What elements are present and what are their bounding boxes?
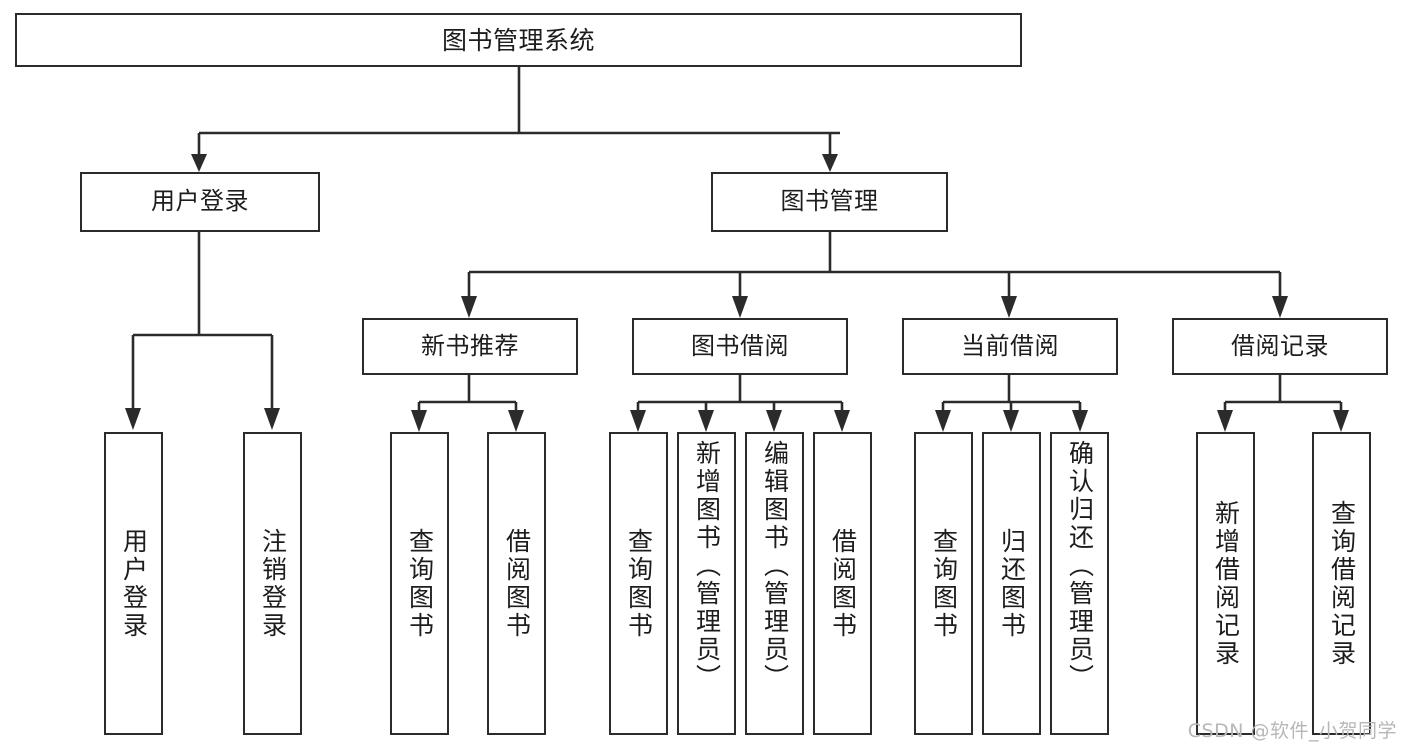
csdn-watermark: CSDN @软件_小贺同学 — [1187, 720, 1397, 742]
arrow-leaf-borrow-book-1 — [508, 410, 524, 432]
arrow-leaf-logout-login — [264, 408, 280, 430]
node-leaf-add-book-label: 新增图书（管理员） — [692, 440, 722, 692]
node-root-label: 图书管理系统 — [441, 25, 595, 55]
arrow-leaf-add-book — [698, 410, 714, 432]
arrow-leaf-query-book-3 — [935, 410, 951, 432]
node-leaf-query-borrow-record-label: 查询借阅记录 — [1327, 499, 1357, 668]
node-leaf-add-borrow-record-label: 新增借阅记录 — [1211, 499, 1241, 668]
arrow-book-borrow — [732, 296, 748, 318]
arrow-borrow-record — [1272, 296, 1288, 318]
node-leaf-logout-login[interactable]: 注销登录 — [243, 432, 302, 735]
node-leaf-edit-book[interactable]: 编辑图书（管理员） — [745, 432, 804, 735]
arrow-current-borrow — [1001, 296, 1017, 318]
node-leaf-query-book-2-label: 查询图书 — [624, 527, 654, 640]
node-current-borrowing[interactable]: 当前借阅 — [902, 318, 1118, 375]
node-leaf-borrow-book-2[interactable]: 借阅图书 — [813, 432, 872, 735]
node-leaf-query-book-2[interactable]: 查询图书 — [609, 432, 668, 735]
node-root-book-management-system[interactable]: 图书管理系统 — [15, 13, 1022, 67]
arrow-book-manage — [822, 154, 838, 172]
node-leaf-query-book-1[interactable]: 查询图书 — [390, 432, 449, 735]
node-borrowing-record[interactable]: 借阅记录 — [1172, 318, 1388, 375]
node-leaf-add-borrow-record[interactable]: 新增借阅记录 — [1196, 432, 1255, 735]
node-book-management[interactable]: 图书管理 — [711, 172, 948, 232]
node-leaf-borrow-book-1[interactable]: 借阅图书 — [487, 432, 546, 735]
node-leaf-query-book-3-label: 查询图书 — [929, 527, 959, 640]
node-leaf-query-borrow-record[interactable]: 查询借阅记录 — [1312, 432, 1371, 735]
node-user-login[interactable]: 用户登录 — [80, 172, 320, 232]
node-leaf-add-book[interactable]: 新增图书（管理员） — [677, 432, 736, 735]
node-leaf-borrow-book-2-label: 借阅图书 — [828, 527, 858, 640]
node-leaf-logout-login-label: 注销登录 — [258, 527, 288, 640]
arrow-leaf-query-book-2 — [630, 410, 646, 432]
arrow-leaf-query-record — [1333, 410, 1349, 432]
node-leaf-return-book[interactable]: 归还图书 — [982, 432, 1041, 735]
node-leaf-edit-book-label: 编辑图书（管理员） — [760, 440, 790, 692]
arrow-user-login — [191, 154, 207, 172]
node-borrowing-record-label: 借阅记录 — [1231, 331, 1329, 360]
arrow-leaf-user-login — [125, 408, 141, 430]
node-current-borrowing-label: 当前借阅 — [961, 331, 1059, 360]
node-leaf-return-book-label: 归还图书 — [997, 527, 1027, 640]
node-new-book-recommendation[interactable]: 新书推荐 — [362, 318, 578, 375]
node-leaf-borrow-book-1-label: 借阅图书 — [502, 527, 532, 640]
node-leaf-confirm-return[interactable]: 确认归还（管理员） — [1050, 432, 1109, 735]
node-new-book-recommendation-label: 新书推荐 — [421, 331, 519, 360]
node-leaf-user-login[interactable]: 用户登录 — [104, 432, 163, 735]
node-book-management-label: 图书管理 — [780, 187, 879, 216]
node-leaf-confirm-return-label: 确认归还（管理员） — [1065, 440, 1095, 692]
node-book-borrowing-label: 图书借阅 — [691, 331, 789, 360]
arrow-leaf-edit-book — [766, 410, 782, 432]
arrow-leaf-borrow-book-2 — [834, 410, 850, 432]
node-book-borrowing[interactable]: 图书借阅 — [632, 318, 848, 375]
arrow-leaf-add-record — [1217, 410, 1233, 432]
arrow-leaf-query-book-1 — [411, 410, 427, 432]
node-user-login-label: 用户登录 — [151, 187, 249, 216]
arrow-leaf-return-book — [1003, 410, 1019, 432]
arrow-leaf-confirm-return — [1072, 410, 1088, 432]
node-leaf-query-book-1-label: 查询图书 — [405, 527, 435, 640]
arrow-new-book-rec — [461, 296, 477, 318]
node-leaf-query-book-3[interactable]: 查询图书 — [914, 432, 973, 735]
node-leaf-user-login-label: 用户登录 — [119, 527, 149, 640]
